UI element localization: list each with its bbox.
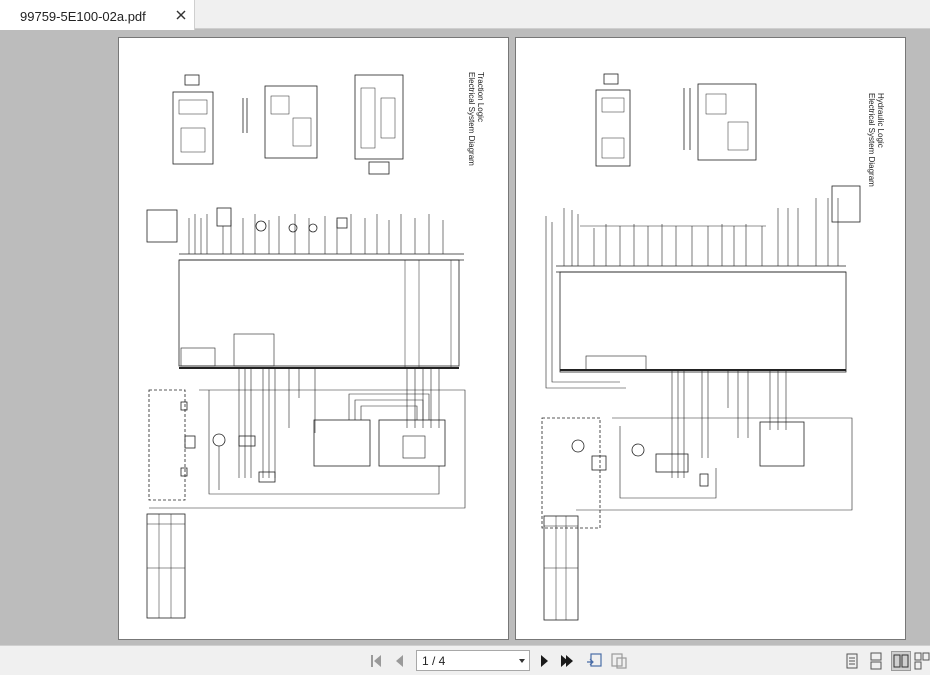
two-page-view-icon	[893, 654, 909, 668]
navigation-toolbar: 1 / 4	[0, 645, 930, 675]
page-indicator: 1 / 4	[422, 654, 446, 668]
tab-title: 99759-5E100-02a.pdf	[20, 9, 146, 24]
fit-page-icon[interactable]	[585, 652, 603, 670]
two-page-view-button[interactable]	[891, 651, 911, 671]
first-page-icon[interactable]	[368, 652, 386, 670]
hydraulic-logic-diagram	[541, 73, 861, 621]
page-2: Hydraulic Logic Electrical System Diagra…	[515, 37, 906, 640]
tab-bar: 99759-5E100-02a.pdf	[0, 0, 930, 30]
page-1-subtitle: Electrical System Diagram	[467, 72, 476, 166]
single-page-view-icon[interactable]	[842, 651, 862, 671]
page-1-title: Traction Logic	[476, 72, 485, 122]
fit-width-icon[interactable]	[610, 652, 628, 670]
continuous-view-icon[interactable]	[866, 651, 886, 671]
previous-page-icon[interactable]	[391, 652, 409, 670]
chevron-down-icon	[519, 659, 525, 663]
page-1: Traction Logic Electrical System Diagram	[118, 37, 509, 640]
page-2-title: Hydraulic Logic	[876, 93, 885, 148]
close-icon[interactable]	[176, 10, 186, 20]
page-number-select[interactable]: 1 / 4	[416, 650, 530, 671]
next-page-icon[interactable]	[535, 652, 553, 670]
two-page-continuous-view-icon[interactable]	[913, 651, 930, 671]
traction-logic-diagram	[146, 74, 466, 619]
document-tab[interactable]: 99759-5E100-02a.pdf	[0, 0, 195, 30]
page-2-subtitle: Electrical System Diagram	[867, 93, 876, 187]
last-page-icon[interactable]	[558, 652, 576, 670]
document-viewer[interactable]: Traction Logic Electrical System Diagram	[0, 30, 930, 645]
